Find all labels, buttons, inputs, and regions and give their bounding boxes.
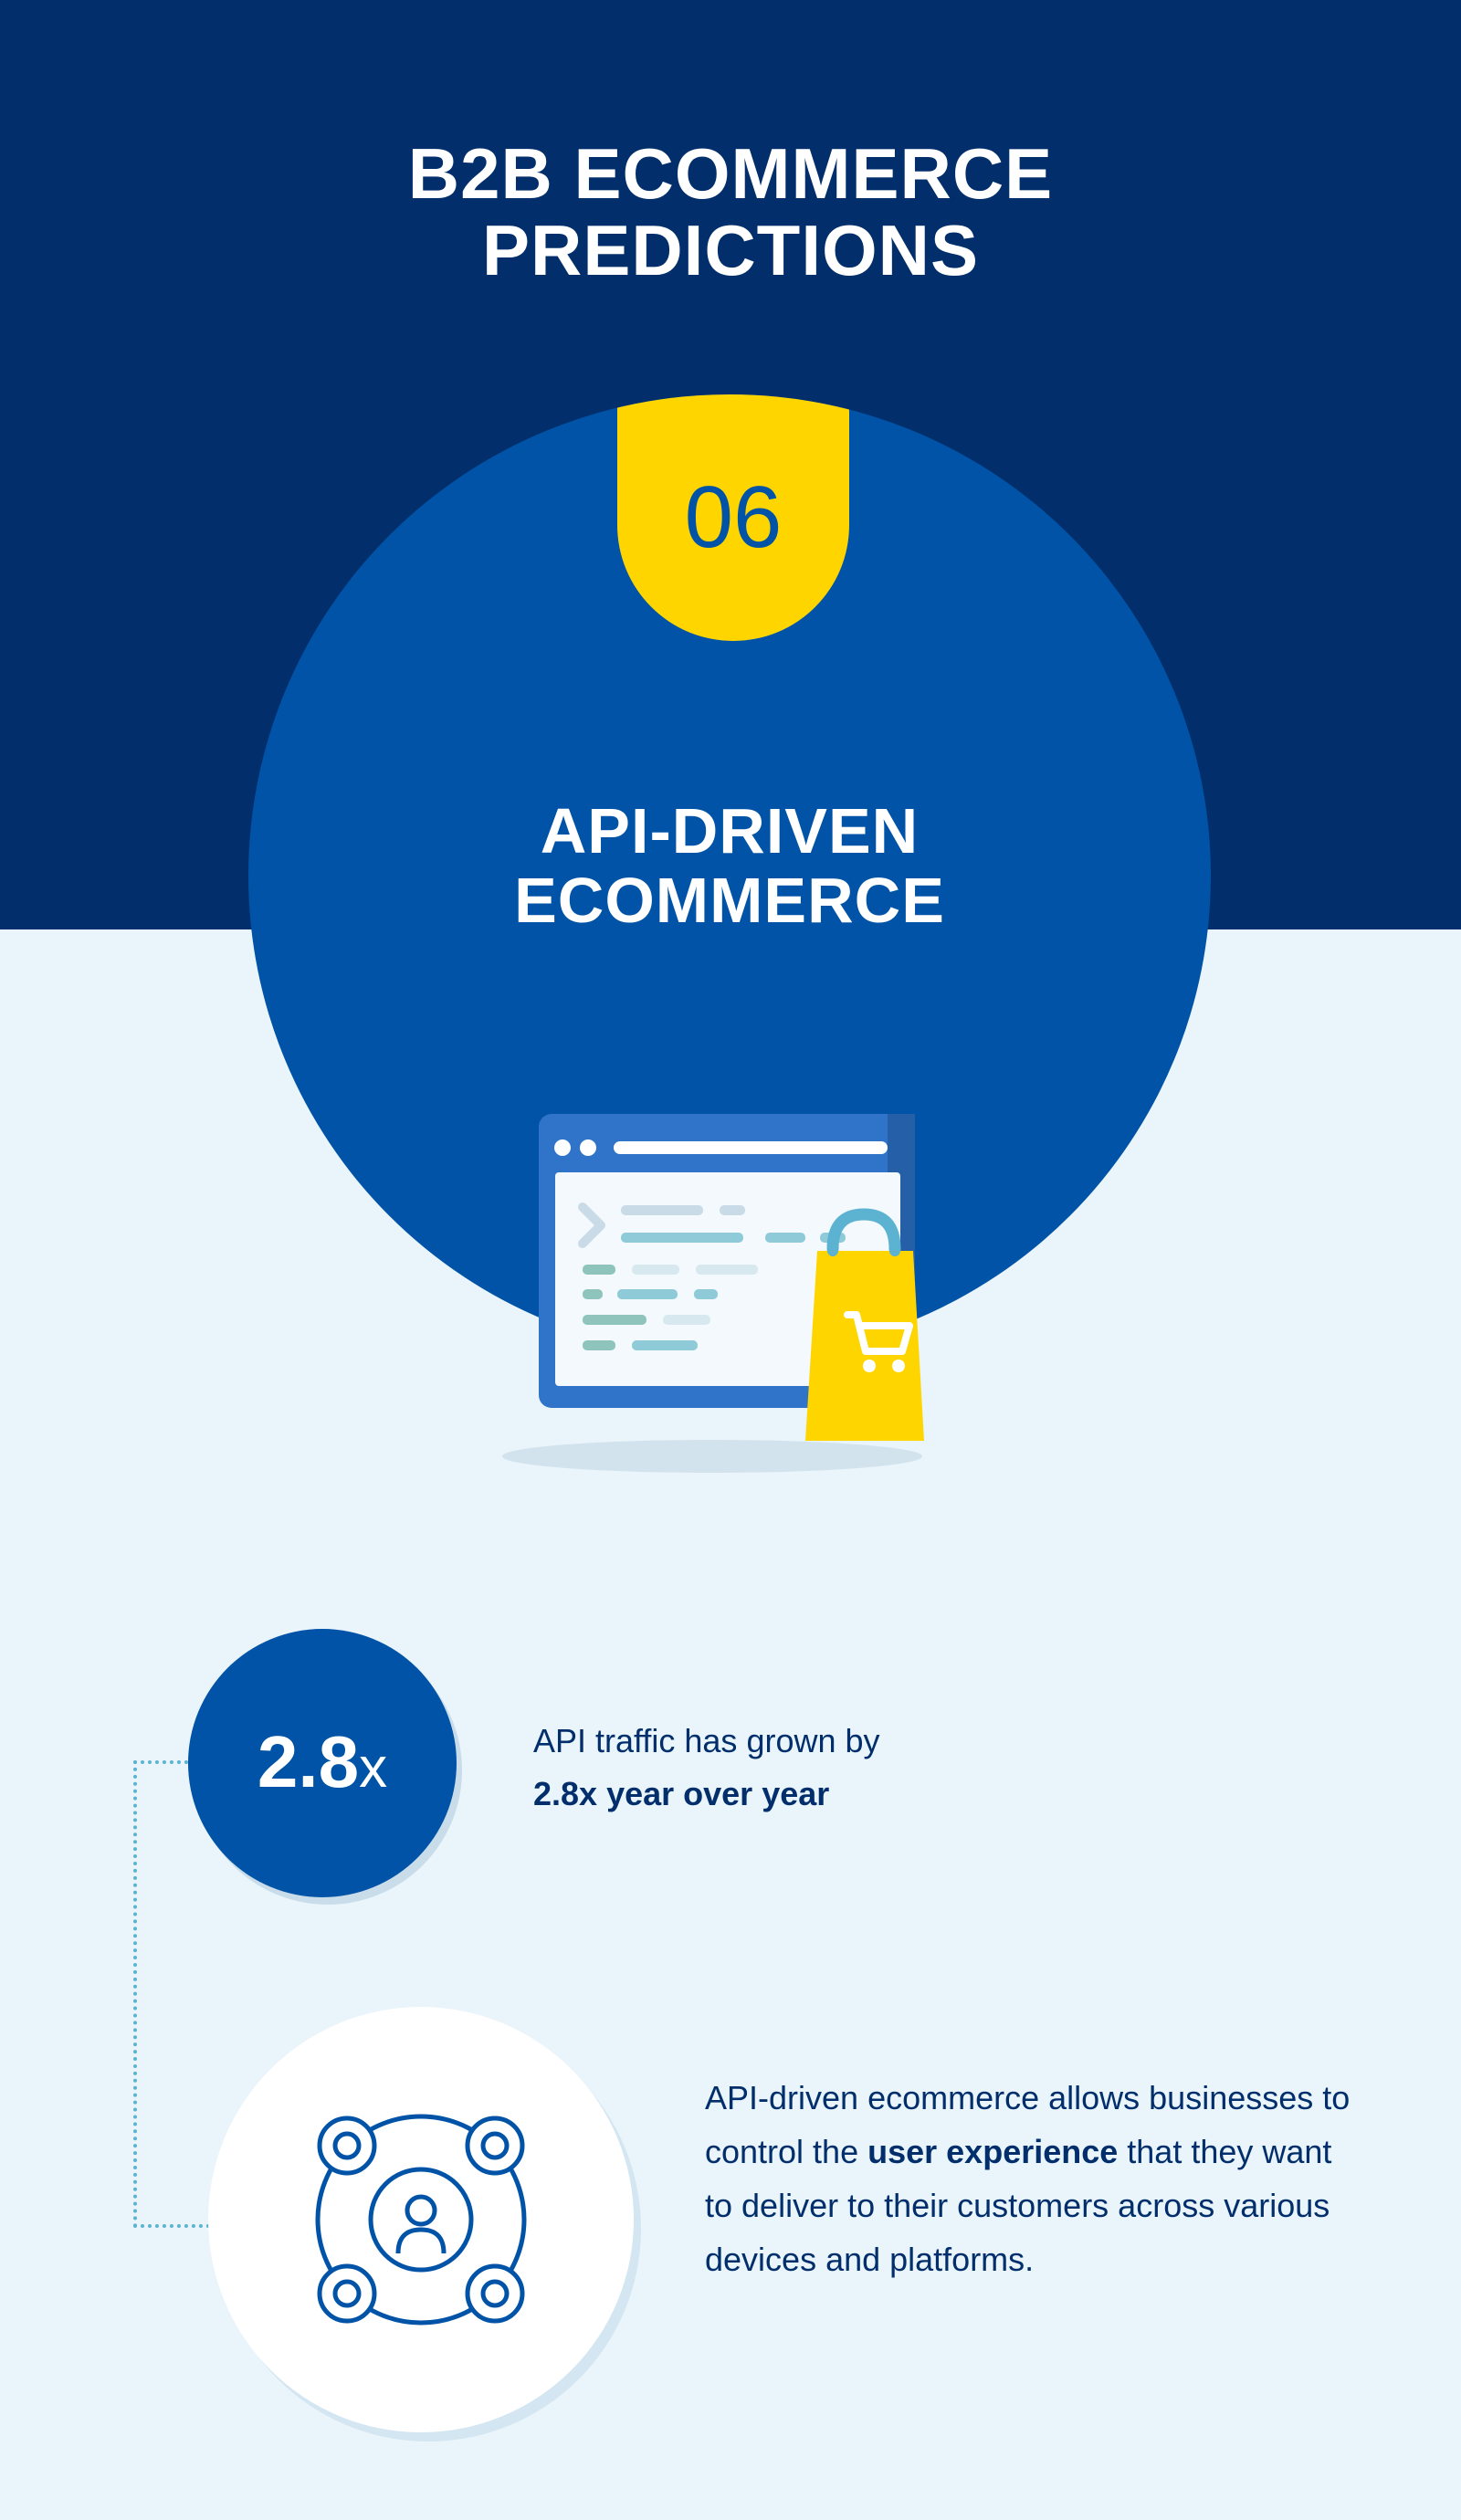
prediction-title-line-1: API-DRIVEN bbox=[540, 795, 920, 866]
prediction-title-line-2: ECOMMERCE bbox=[514, 865, 945, 936]
stat-value: 2.8x bbox=[188, 1720, 457, 1804]
dotted-connector bbox=[133, 1760, 210, 2228]
stat-text-plain: API traffic has grown by bbox=[533, 1722, 880, 1759]
description-text-part2: that they want to deliver to their custo… bbox=[705, 2133, 1332, 2278]
stat-number: 2.8 bbox=[257, 1721, 360, 1802]
page-title: B2B ECOMMERCE PREDICTIONS bbox=[0, 135, 1461, 289]
stat-description: API traffic has grown by 2.8x year over … bbox=[533, 1715, 1172, 1821]
stat-unit: x bbox=[359, 1737, 388, 1800]
prediction-circle: 06 API-DRIVEN ECOMMERCE bbox=[248, 394, 1211, 1357]
prediction-number-tab: 06 bbox=[617, 394, 849, 641]
shopping-bag-cart-icon bbox=[805, 1208, 924, 1441]
page-title-line-1: B2B ECOMMERCE bbox=[407, 133, 1054, 214]
api-ecommerce-illustration bbox=[502, 1114, 924, 1473]
prediction-number: 06 bbox=[684, 468, 783, 566]
user-network-icon bbox=[315, 2114, 527, 2326]
description-text-bold: user experience bbox=[867, 2133, 1119, 2170]
description-text-part1: API-driven ecommerce allows businesses t… bbox=[705, 2079, 1351, 2170]
stat-circle: 2.8x bbox=[188, 1629, 457, 1897]
icon-circle bbox=[208, 2007, 634, 2432]
page-title-line-2: PREDICTIONS bbox=[481, 210, 980, 290]
api-description: API-driven ecommerce allows businesses t… bbox=[705, 2071, 1362, 2286]
prediction-title: API-DRIVEN ECOMMERCE bbox=[248, 796, 1211, 935]
stat-text-bold: 2.8x year over year bbox=[533, 1775, 830, 1812]
